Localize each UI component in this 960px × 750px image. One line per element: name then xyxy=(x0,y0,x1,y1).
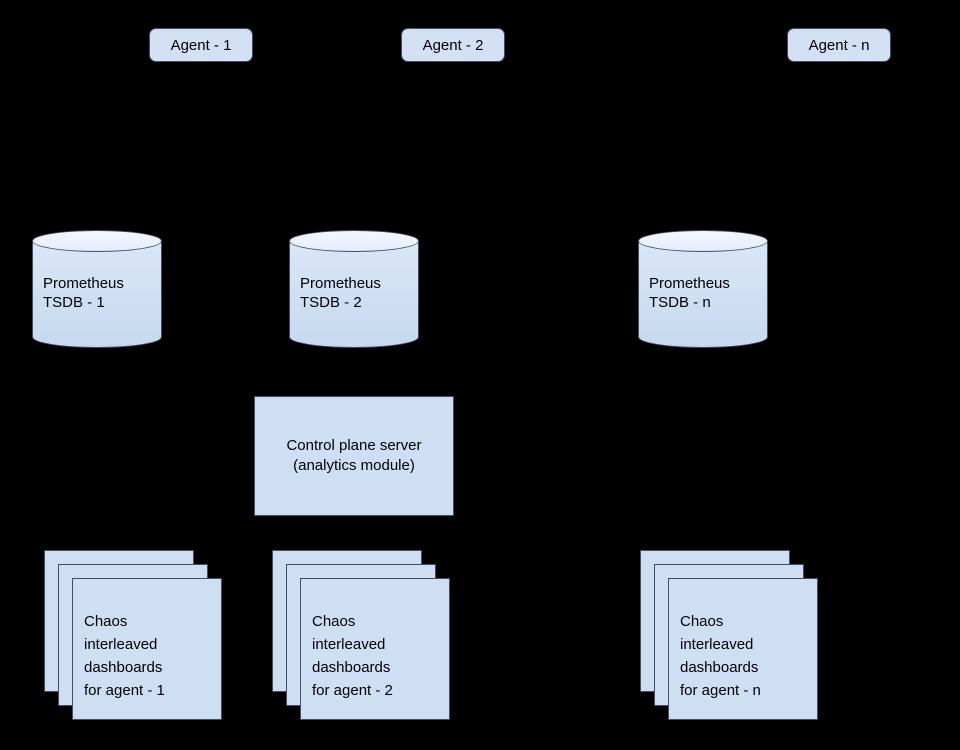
dashboard-stack-label-n: Chaos interleaved dashboards for agent -… xyxy=(680,613,761,699)
edge-tsdbn-controlplane xyxy=(377,348,704,397)
agent-label-2: Agent - 2 xyxy=(422,36,484,54)
dashboard-card-front-n xyxy=(668,578,818,720)
database-cylinder-1[interactable]: Prometheus TSDB - 1 xyxy=(32,230,162,348)
cylinder-body-2 xyxy=(289,241,419,348)
agent-box-2[interactable]: Agent - 2 xyxy=(401,28,505,62)
cylinder-body-n xyxy=(638,241,768,348)
dashboard-stack-2[interactable]: Chaos interleaved dashboards for agent -… xyxy=(272,550,450,750)
database-cylinder-2[interactable]: Prometheus TSDB - 2 xyxy=(289,230,419,348)
database-label-n: Prometheus TSDB - n xyxy=(649,275,730,311)
dashboard-stack-label-2: Chaos interleaved dashboards for agent -… xyxy=(312,613,393,699)
dashboard-stack-1[interactable]: Chaos interleaved dashboards for agent -… xyxy=(44,550,222,750)
database-label-2: Prometheus TSDB - 2 xyxy=(300,275,381,311)
edge-agent2-tsdb2 xyxy=(350,62,454,231)
database-label-1: Prometheus TSDB - 1 xyxy=(43,275,124,311)
dashboard-stack-label-1: Chaos interleaved dashboards for agent -… xyxy=(84,613,165,699)
cylinder-top-ellipse-2 xyxy=(289,230,419,252)
dashboard-card-front-2 xyxy=(300,578,450,720)
agent-label-1: Agent - 1 xyxy=(170,36,232,54)
cylinder-body-1 xyxy=(32,241,162,348)
control-plane-server-box[interactable]: Control plane server (analytics module) xyxy=(254,396,454,516)
agent-box-1[interactable]: Agent - 1 xyxy=(149,28,253,62)
edge-agentn-tsdbn xyxy=(699,62,840,231)
control-plane-server-label: Control plane server (analytics module) xyxy=(286,437,422,474)
cylinder-top-ellipse-n xyxy=(638,230,768,252)
diagram-canvas: Agent - 1 Agent - 2 Agent - n Prometheus… xyxy=(32,28,891,720)
agent-label-n: Agent - n xyxy=(808,36,870,54)
agent-box-n[interactable]: Agent - n xyxy=(787,28,891,62)
database-cylinder-n[interactable]: Prometheus TSDB - n xyxy=(638,230,768,348)
dashboard-stack-n[interactable]: Chaos interleaved dashboards for agent -… xyxy=(640,550,818,750)
cylinder-top-ellipse-1 xyxy=(32,230,162,252)
edge-tsdb1-controlplane xyxy=(96,348,331,397)
